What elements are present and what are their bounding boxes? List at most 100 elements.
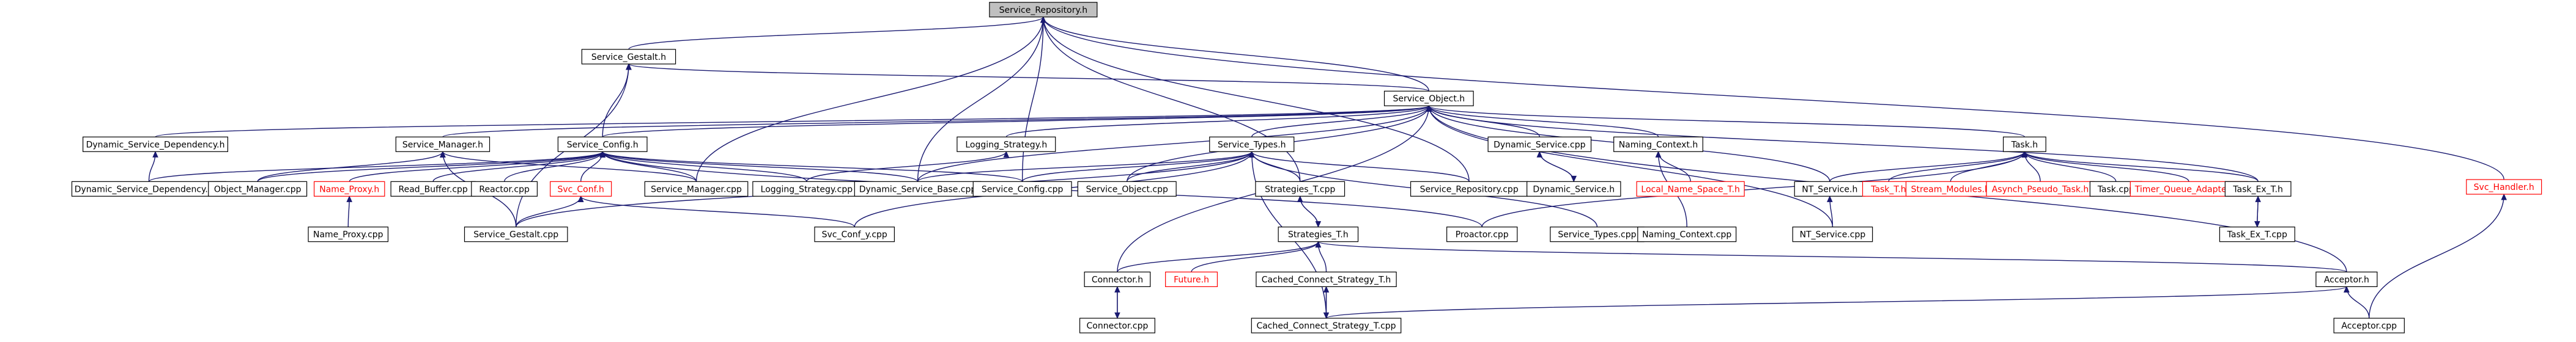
edge-strat-t-cpp-to-strat-t-h xyxy=(1300,196,1322,228)
node-reactor-cpp[interactable]: Reactor.cpp xyxy=(471,181,538,197)
node-box xyxy=(1636,181,1745,197)
node-logging-h[interactable]: Logging_Strategy.h xyxy=(957,136,1056,152)
edge-types-h-to-object-h xyxy=(1251,105,1432,137)
node-label: Logging_Strategy.h xyxy=(965,140,1047,150)
node-apt-h[interactable]: Asynch_Pseudo_Task.h xyxy=(1986,181,2095,197)
node-root[interactable]: Service_Repository.h xyxy=(989,2,1098,18)
node-future-h[interactable]: Future.h xyxy=(1165,271,1218,287)
node-gestalt-h[interactable]: Service_Gestalt.h xyxy=(581,49,676,65)
node-box xyxy=(1792,227,1873,242)
node-dsd-h[interactable]: Dynamic_Service_Dependency.h xyxy=(83,136,229,152)
node-dsb-cpp[interactable]: Dynamic_Service_Base.cpp xyxy=(854,181,982,197)
node-gestalt-cpp[interactable]: Service_Gestalt.cpp xyxy=(464,227,568,242)
node-proactor-cpp[interactable]: Proactor.cpp xyxy=(1446,227,1518,242)
node-box xyxy=(550,181,612,197)
node-acceptor-h[interactable]: Acceptor.h xyxy=(2315,271,2378,287)
node-svcconfy-cpp[interactable]: Svc_Conf_y.cpp xyxy=(814,227,895,242)
node-box xyxy=(208,181,308,197)
node-manager-cpp[interactable]: Service_Manager.cpp xyxy=(644,181,749,197)
node-label: Strategies_T.cpp xyxy=(1265,184,1335,194)
edge-config-h-to-gestalt-h xyxy=(602,63,632,137)
node-label: Service_Manager.h xyxy=(402,140,483,150)
node-ntsvc-h[interactable]: NT_Service.h xyxy=(1794,181,1866,197)
node-readbuf-cpp[interactable]: Read_Buffer.cpp xyxy=(390,181,476,197)
edge-line xyxy=(503,151,603,182)
edge-svcconfy-cpp-to-svcconf-h xyxy=(577,195,855,228)
edge-line xyxy=(1481,151,2026,227)
node-svchandler-h[interactable]: Svc_Handler.h xyxy=(2466,179,2542,195)
node-label: Dynamic_Service_Dependency.cpp xyxy=(75,184,224,194)
node-object-h[interactable]: Service_Object.h xyxy=(1383,90,1474,106)
node-box xyxy=(1165,271,1218,287)
node-naming-cpp[interactable]: Naming_Context.cpp xyxy=(1637,227,1737,242)
edge-config-cpp-to-root xyxy=(1021,16,1046,182)
node-dynsvc-h[interactable]: Dynamic_Service.h xyxy=(1527,181,1621,197)
edge-line xyxy=(806,151,1007,182)
node-connector-cpp[interactable]: Connector.cpp xyxy=(1079,318,1155,333)
node-ccs-cpp[interactable]: Cached_Connect_Strategy_T.cpp xyxy=(1251,318,1402,333)
node-naming-h[interactable]: Naming_Context.h xyxy=(1613,136,1703,152)
node-label: Svc_Handler.h xyxy=(2474,183,2534,192)
node-label: Dynamic_Service.h xyxy=(1533,184,1615,194)
node-label: Name_Proxy.cpp xyxy=(313,230,383,240)
node-types-cpp[interactable]: Service_Types.cpp xyxy=(1550,227,1645,242)
node-label: Service_Repository.h xyxy=(999,5,1088,15)
node-strat-t-cpp[interactable]: Strategies_T.cpp xyxy=(1255,181,1345,197)
node-label: Task_Ex_T.cpp xyxy=(2227,230,2287,240)
node-label: Dynamic_Service_Base.cpp xyxy=(859,184,977,194)
edge-task-h-to-object-h xyxy=(1426,105,2026,137)
node-box xyxy=(1986,181,2095,197)
edge-line xyxy=(917,151,1253,182)
node-object-cpp[interactable]: Service_Object.cpp xyxy=(1077,181,1177,197)
node-dynsvc-cpp[interactable]: Dynamic_Service.cpp xyxy=(1487,136,1592,152)
edge-arrowhead xyxy=(577,195,584,202)
node-connector-h[interactable]: Connector.h xyxy=(1084,271,1151,287)
node-manager-h[interactable]: Service_Manager.h xyxy=(395,136,490,152)
node-layer: Service_Repository.hService_Gestalt.hSer… xyxy=(71,2,2542,333)
node-label: NT_Service.h xyxy=(1802,184,1857,194)
node-label: Stream_Modules.h xyxy=(1911,184,1990,194)
edge-arrowhead xyxy=(1426,105,1432,112)
node-nameproxy-cpp[interactable]: Name_Proxy.cpp xyxy=(308,227,389,242)
node-box xyxy=(1251,318,1402,333)
edge-config-h-to-object-h xyxy=(602,105,1432,137)
node-taskex-h[interactable]: Task_Ex_T.h xyxy=(2224,181,2292,197)
node-svcconf-h[interactable]: Svc_Conf.h xyxy=(550,181,612,197)
node-box xyxy=(1527,181,1621,197)
edge-nameproxy-cpp-to-nameproxy-h xyxy=(346,195,353,227)
node-lns-h[interactable]: Local_Name_Space_T.h xyxy=(1636,181,1745,197)
node-config-cpp[interactable]: Service_Config.cpp xyxy=(972,181,1072,197)
node-label: Acceptor.h xyxy=(2324,275,2369,285)
edge-dsd-cpp-to-dsd-h xyxy=(148,151,158,182)
edge-line xyxy=(155,105,1430,137)
edge-arrowhead xyxy=(346,195,353,202)
node-repo-cpp[interactable]: Service_Repository.cpp xyxy=(1410,181,1528,197)
node-box xyxy=(972,181,1072,197)
node-ccs-h[interactable]: Cached_Connect_Strategy_T.h xyxy=(1256,271,1397,287)
node-streams-h[interactable]: Stream_Modules.h xyxy=(1905,181,1996,197)
node-label: Service_Repository.cpp xyxy=(1420,184,1519,194)
node-logging-cpp[interactable]: Logging_Strategy.cpp xyxy=(752,181,861,197)
node-label: Connector.h xyxy=(1092,275,1143,285)
edge-arrowhead xyxy=(152,151,158,158)
edge-line xyxy=(516,196,582,227)
node-acceptor-cpp[interactable]: Acceptor.cpp xyxy=(2333,318,2405,333)
node-config-h[interactable]: Service_Config.h xyxy=(557,136,648,152)
node-strat-t-h[interactable]: Strategies_T.h xyxy=(1278,227,1359,242)
node-nameproxy-h[interactable]: Name_Proxy.h xyxy=(314,181,385,197)
edge-logging-cpp-to-config-h xyxy=(599,151,807,182)
edge-line xyxy=(1829,151,2026,182)
node-taskex-cpp[interactable]: Task_Ex_T.cpp xyxy=(2219,227,2295,242)
node-objmgr-cpp[interactable]: Object_Manager.cpp xyxy=(208,181,308,197)
edge-ntsvc-h-to-task-h xyxy=(1829,151,2028,182)
node-types-h[interactable]: Service_Types.h xyxy=(1209,136,1295,152)
edge-manager-h-to-object-h xyxy=(442,105,1432,137)
node-dsd-cpp[interactable]: Dynamic_Service_Dependency.cpp xyxy=(71,181,227,197)
node-box xyxy=(1077,181,1177,197)
node-box xyxy=(395,136,490,152)
edge-connector-h-to-connector-cpp xyxy=(1114,286,1120,319)
node-box xyxy=(2466,179,2542,195)
node-task-h[interactable]: Task.h xyxy=(2002,136,2046,152)
node-ntsvc-cpp[interactable]: NT_Service.cpp xyxy=(1792,227,1873,242)
edge-line xyxy=(1428,106,2259,182)
